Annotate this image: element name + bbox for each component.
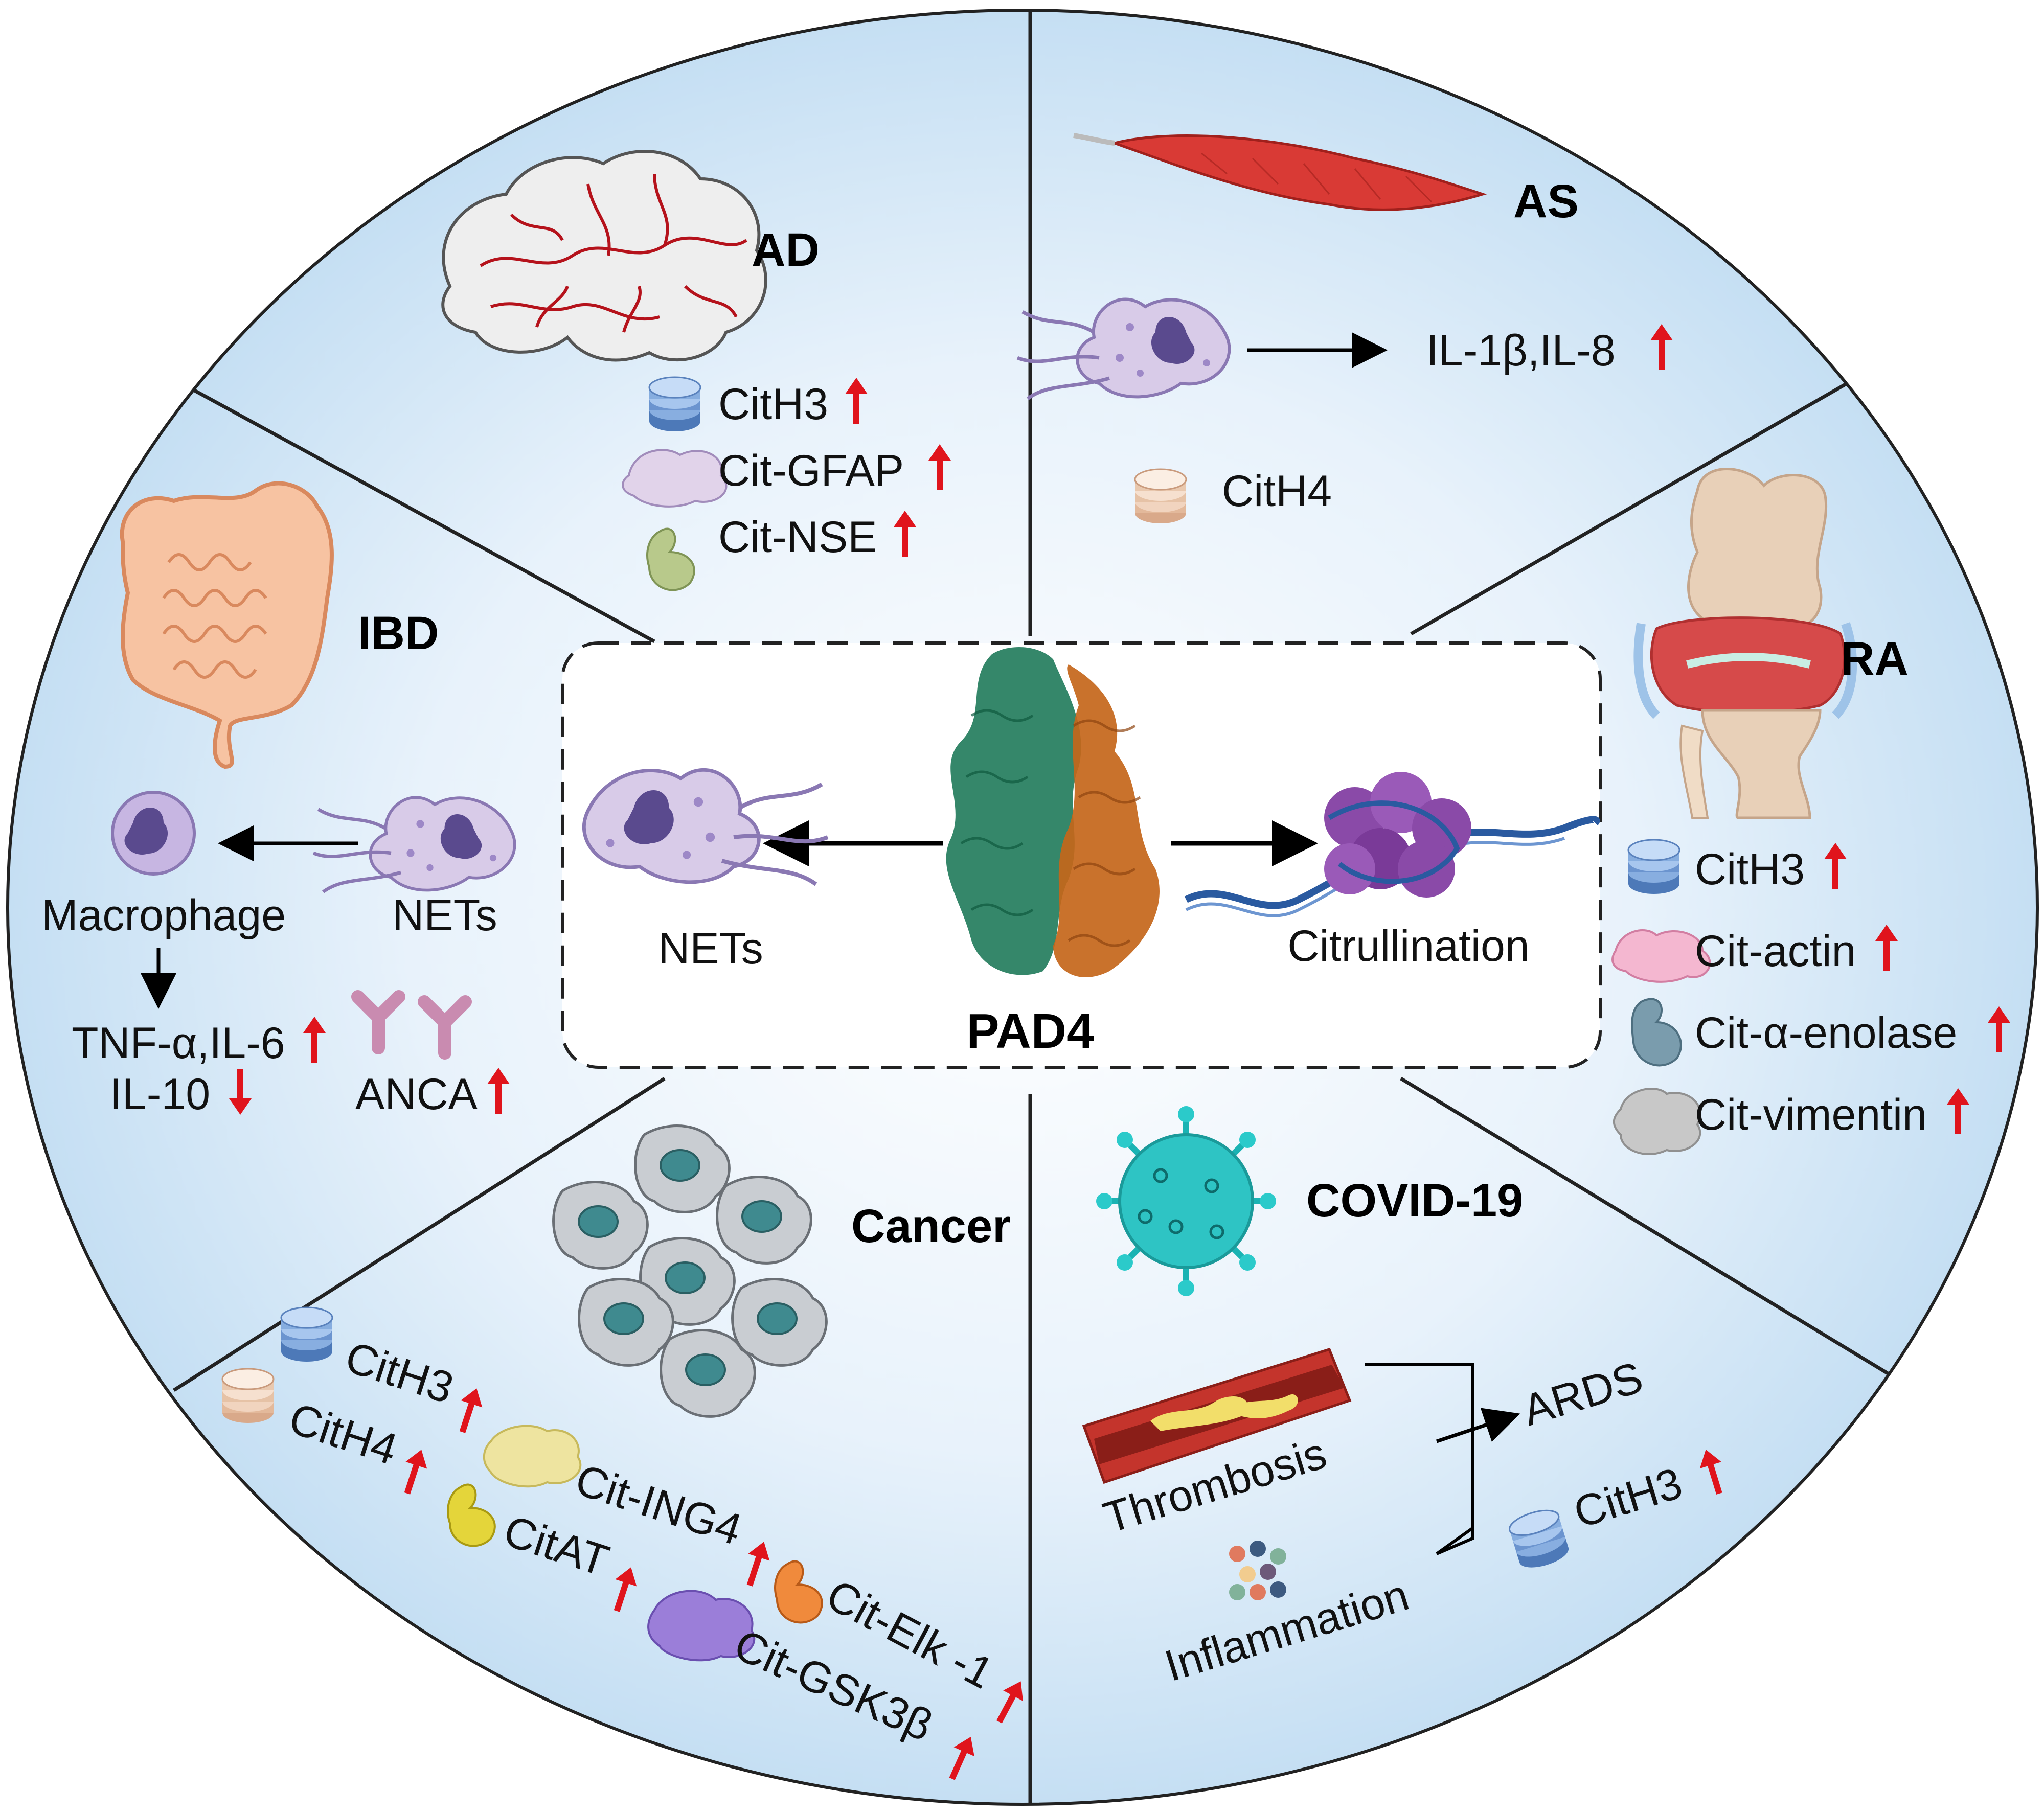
- ibd-cytokines-up: TNF-α,IL-6: [72, 1019, 285, 1068]
- protein-structure-icon: [946, 647, 1160, 977]
- ra-marker-actin: Cit-actin: [1695, 927, 1856, 976]
- cancer-title: Cancer: [851, 1200, 1011, 1252]
- antibody-icon: [351, 990, 472, 1060]
- inflammation-cells-icon: [1229, 1541, 1286, 1600]
- sector-dividers: [152, 10, 1934, 1804]
- muscle-icon: [1073, 133, 1487, 211]
- ad-marker-gfap: Cit-GFAP: [718, 446, 904, 495]
- blood-vessel-icon: [1082, 1347, 1352, 1484]
- ad-marker-cith3: CitH3: [718, 380, 828, 429]
- histone-disc-icon: [648, 376, 701, 432]
- citrullination-label: Citrullination: [1287, 922, 1529, 971]
- ra-marker-cith3: CitH3: [1695, 845, 1805, 894]
- cancer-cells-icon: [552, 1124, 828, 1418]
- ing4-protein-icon: [483, 1425, 582, 1488]
- ad-title: AD: [752, 224, 820, 276]
- histone-disc-icon: [1627, 839, 1680, 895]
- ra-title: RA: [1841, 633, 1909, 685]
- ra-marker-vimentin: Cit-vimentin: [1695, 1090, 1927, 1139]
- as-cytokines: IL-1β,IL-8: [1426, 326, 1616, 375]
- knee-joint-icon: [1633, 468, 1857, 819]
- actin-protein-icon: [1611, 929, 1711, 983]
- center-title: PAD4: [967, 1004, 1094, 1059]
- ibd-title: IBD: [358, 607, 439, 659]
- macrophage-icon: [111, 791, 196, 876]
- ibd-cytokines-down: IL-10: [110, 1070, 210, 1119]
- ad-marker-nse: Cit-NSE: [718, 513, 877, 562]
- neutrophil-icon: [584, 770, 829, 886]
- vimentin-protein-icon: [1613, 1088, 1701, 1155]
- virus-icon: [1096, 1106, 1276, 1296]
- ibd-anca: ANCA: [355, 1070, 478, 1119]
- at-protein-icon: [447, 1483, 496, 1547]
- nse-protein-icon: [646, 527, 695, 591]
- gfap-protein-icon: [622, 449, 728, 508]
- nucleosome-icon: [1184, 772, 1600, 917]
- gsk3b-protein-icon: [647, 1590, 756, 1662]
- histone-disc-icon: [280, 1306, 333, 1363]
- histone-disc-icon: [1134, 468, 1187, 524]
- brain-icon: [441, 150, 767, 362]
- as-title: AS: [1513, 175, 1579, 227]
- ibd-nets-label: NETs: [392, 891, 497, 940]
- center-nets-label: NETs: [658, 924, 763, 973]
- as-marker-cith4: CitH4: [1222, 467, 1332, 516]
- enolase-protein-icon: [1631, 998, 1682, 1067]
- macrophage-label: Macrophage: [41, 891, 286, 940]
- arrow-to-ards: [1436, 1408, 1520, 1443]
- neutrophil-icon: [312, 797, 515, 893]
- elk1-protein-icon: [774, 1560, 823, 1624]
- covid-title: COVID-19: [1306, 1175, 1523, 1227]
- neutrophil-icon: [1016, 299, 1229, 400]
- ra-marker-enolase: Cit-α-enolase: [1695, 1008, 1957, 1058]
- intestine-icon: [120, 481, 334, 769]
- histone-disc-icon: [221, 1368, 275, 1424]
